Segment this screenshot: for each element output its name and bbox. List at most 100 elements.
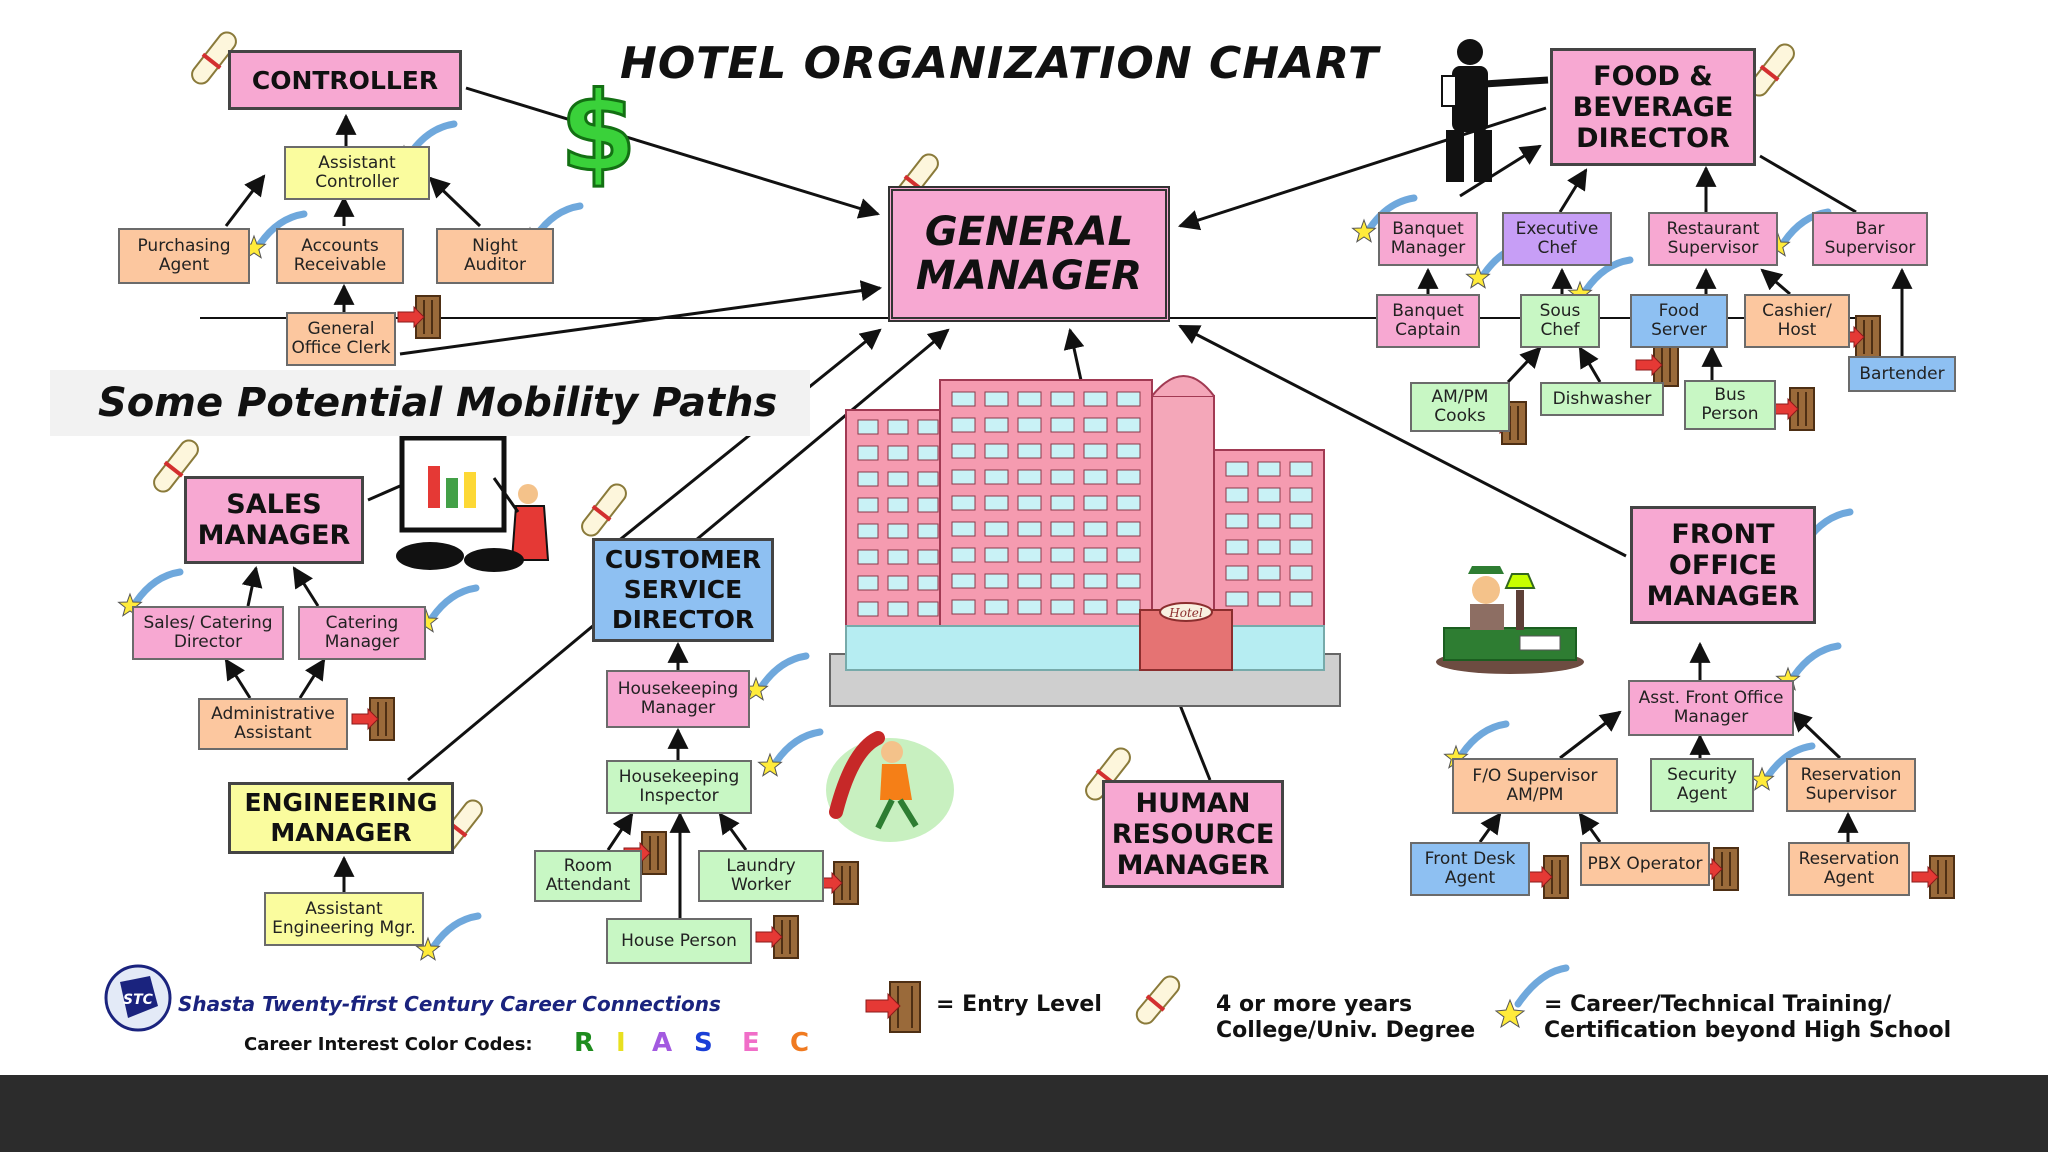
sales-manager-box: SALES MANAGER <box>184 476 364 564</box>
connector-barsup-fb <box>1759 154 1857 214</box>
entry-door-icon <box>755 915 799 959</box>
color-codes-label: Career Interest Color Codes: <box>244 1034 533 1055</box>
shooting-star-icon <box>743 652 810 701</box>
human-resource-manager-box: HUMAN RESOURCE MANAGER <box>1102 780 1284 888</box>
security-agent-box: Security Agent <box>1650 758 1754 812</box>
connector-purch-asstctrl <box>224 174 266 227</box>
dishwasher-box: Dishwasher <box>1540 382 1664 416</box>
executive-chef-box: Executive Chef <box>1502 212 1612 266</box>
connector-banqmgr-fb <box>1459 144 1542 198</box>
customer-service-director-box: CUSTOMER SERVICE DIRECTOR <box>592 538 774 642</box>
chart-title: HOTEL ORGANIZATION CHART <box>620 38 1380 89</box>
food-server-box: Food Server <box>1630 294 1728 348</box>
entry-door-icon <box>1771 387 1815 431</box>
assistant-engineering-mgr-box: Assistant Engineering Mgr. <box>264 892 424 946</box>
connector-pbx-fosup <box>1578 812 1602 843</box>
legend-training: = Career/Technical Training/ Certificati… <box>1544 992 1952 1043</box>
connector-cm-sales <box>292 566 320 607</box>
legend-degree: 4 or more years College/Univ. Degree <box>1216 992 1476 1043</box>
connector-csd-gm <box>611 328 882 548</box>
connector-room-hkinsp <box>606 812 634 851</box>
mobility-banner: Some Potential Mobility Paths <box>50 370 810 436</box>
dollar-sign-icon: $ <box>560 68 637 196</box>
controller-box: CONTROLLER <box>228 50 462 110</box>
hotel-building-icon: Hotel <box>829 375 1341 707</box>
legend-door-icon <box>865 981 921 1033</box>
pbx-operator-box: PBX Operator <box>1580 842 1710 886</box>
connector-fosup-asstfo <box>1559 710 1622 760</box>
cashier-host-box: Cashier/ Host <box>1744 294 1850 348</box>
room-attendant-box: Room Attendant <box>534 850 642 902</box>
night-auditor-box: Night Auditor <box>436 228 554 284</box>
connector-night-asstctrl <box>428 176 482 228</box>
bus-person-box: Bus Person <box>1684 380 1776 430</box>
diploma-icon <box>581 483 627 537</box>
entry-door-icon <box>1911 855 1955 899</box>
housekeeper-icon <box>826 731 954 842</box>
connector-cashier-restsup <box>1760 268 1791 296</box>
connector-sales-picture <box>367 484 401 502</box>
purchasing-agent-box: Purchasing Agent <box>118 228 250 284</box>
housekeeping-manager-box: Housekeeping Manager <box>606 670 750 728</box>
catering-manager-box: Catering Manager <box>298 606 426 660</box>
shooting-star-icon <box>117 568 184 617</box>
ampm-cooks-box: AM/PM Cooks <box>1410 382 1510 432</box>
bartender-box: Bartender <box>1848 356 1956 392</box>
bottom-bar <box>0 1075 2048 1152</box>
stc-logo-text: STC <box>123 992 154 1008</box>
hotel-sign: Hotel <box>1168 606 1203 620</box>
color-code-a: A <box>652 1028 673 1058</box>
general-office-clerk-box: General Office Clerk <box>286 312 396 366</box>
waiter-icon <box>1441 39 1549 182</box>
reservation-supervisor-box: Reservation Supervisor <box>1786 758 1916 812</box>
asst-front-office-manager-box: Asst. Front Office Manager <box>1628 680 1794 736</box>
connector-laundry-hkinsp <box>718 812 748 851</box>
entry-door-icon <box>397 295 441 339</box>
connector-sales-gm <box>399 280 883 356</box>
connector-execchef-fb <box>1558 168 1588 213</box>
banquet-captain-box: Banquet Captain <box>1376 294 1480 348</box>
connector-admin-cm <box>298 658 326 699</box>
sales-catering-director-box: Sales/ Catering Director <box>132 606 284 660</box>
connector-scd-sales <box>241 565 263 607</box>
housekeeping-inspector-box: Housekeeping Inspector <box>606 760 752 814</box>
shooting-star-icon <box>1351 194 1418 243</box>
connector-fom-gm <box>1178 324 1627 558</box>
laundry-worker-box: Laundry Worker <box>698 850 824 902</box>
brand-name: Shasta Twenty-first Century Career Conne… <box>178 992 721 1016</box>
shooting-star-icon <box>415 912 482 961</box>
front-desk-agent-box: Front Desk Agent <box>1410 842 1530 896</box>
legend-diploma-icon <box>1135 975 1181 1025</box>
entry-door-icon <box>1525 855 1569 899</box>
general-manager-box: GENERAL MANAGER <box>888 186 1170 322</box>
color-code-r: R <box>574 1028 595 1058</box>
shooting-star-icon <box>757 728 824 777</box>
diploma-icon <box>191 31 237 85</box>
entry-door-icon <box>351 697 395 741</box>
presentation-icon <box>396 435 550 572</box>
assistant-controller-box: Assistant Controller <box>284 146 430 200</box>
bar-supervisor-box: Bar Supervisor <box>1812 212 1928 266</box>
legend-shooting-star-icon <box>1494 964 1570 1029</box>
mobility-heading: Some Potential Mobility Paths <box>98 380 778 426</box>
diploma-icon <box>153 439 199 493</box>
front-office-manager-box: FRONT OFFICE MANAGER <box>1630 506 1816 624</box>
connector-admin-scd <box>224 658 252 699</box>
house-person-box: House Person <box>606 918 752 964</box>
restaurant-supervisor-box: Restaurant Supervisor <box>1648 212 1778 266</box>
legend-entry-level: = Entry Level <box>936 992 1102 1017</box>
sous-chef-box: Sous Chef <box>1520 294 1600 348</box>
fo-supervisor-box: F/O Supervisor AM/PM <box>1452 758 1618 814</box>
desk-clerk-icon <box>1436 566 1584 674</box>
engineering-manager-box: ENGINEERING MANAGER <box>228 782 454 854</box>
connector-cooks-souschef <box>1506 346 1542 384</box>
stc-logo-icon: STC <box>104 964 172 1032</box>
administrative-assistant-box: Administrative Assistant <box>198 698 348 750</box>
color-code-e: E <box>742 1028 760 1058</box>
connector-fda-fosup <box>1478 812 1502 843</box>
reservation-agent-box: Reservation Agent <box>1788 842 1910 896</box>
connector-dish-souschef <box>1578 346 1602 383</box>
connector-controller-gm <box>465 86 881 219</box>
